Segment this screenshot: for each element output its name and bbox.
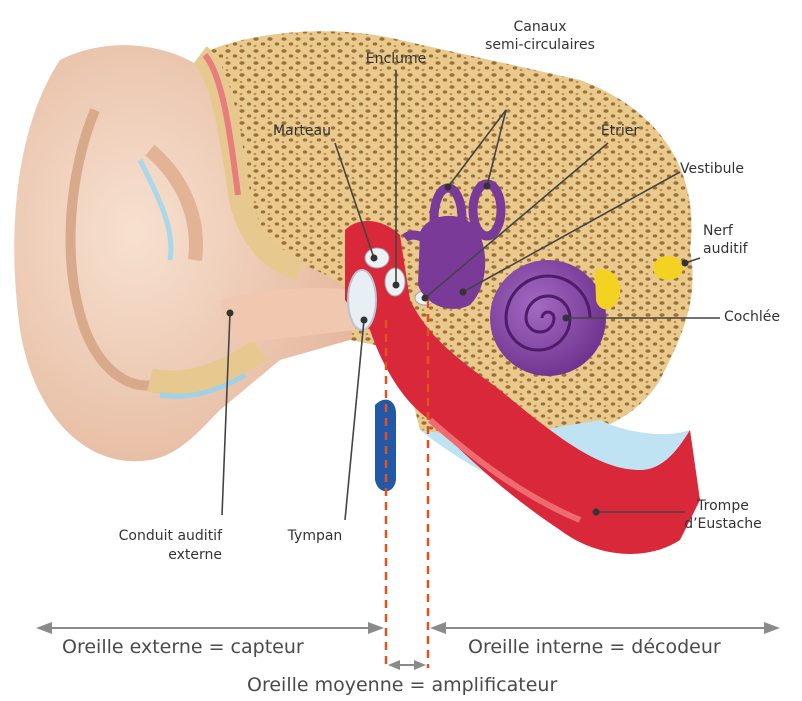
label-vestibule: Vestibule — [680, 160, 744, 178]
label-nerf-line1: Nerf — [703, 222, 733, 240]
label-cochlee: Cochlée — [724, 308, 780, 326]
label-marteau: Marteau — [262, 122, 342, 140]
label-enclume: Enclume — [355, 50, 437, 68]
zone-oreille-externe: Oreille externe = capteur — [62, 636, 304, 658]
zone-oreille-interne: Oreille interne = décodeur — [468, 636, 721, 658]
zone-oreille-moyenne: Oreille moyenne = amplificateur — [247, 674, 557, 696]
label-conduit-line1: Conduit auditif — [96, 527, 222, 545]
label-etrier: Étrier — [590, 122, 650, 140]
label-tympan: Tympan — [275, 527, 355, 545]
label-canaux-line1: Canaux — [470, 18, 610, 36]
label-nerf-line2: auditif — [703, 240, 748, 258]
label-conduit-line2: externe — [96, 546, 222, 564]
label-canaux-line2: semi-circulaires — [470, 36, 610, 54]
label-trompe-line2: d’Eustache — [678, 515, 768, 533]
label-trompe-line1: Trompe — [678, 497, 768, 515]
